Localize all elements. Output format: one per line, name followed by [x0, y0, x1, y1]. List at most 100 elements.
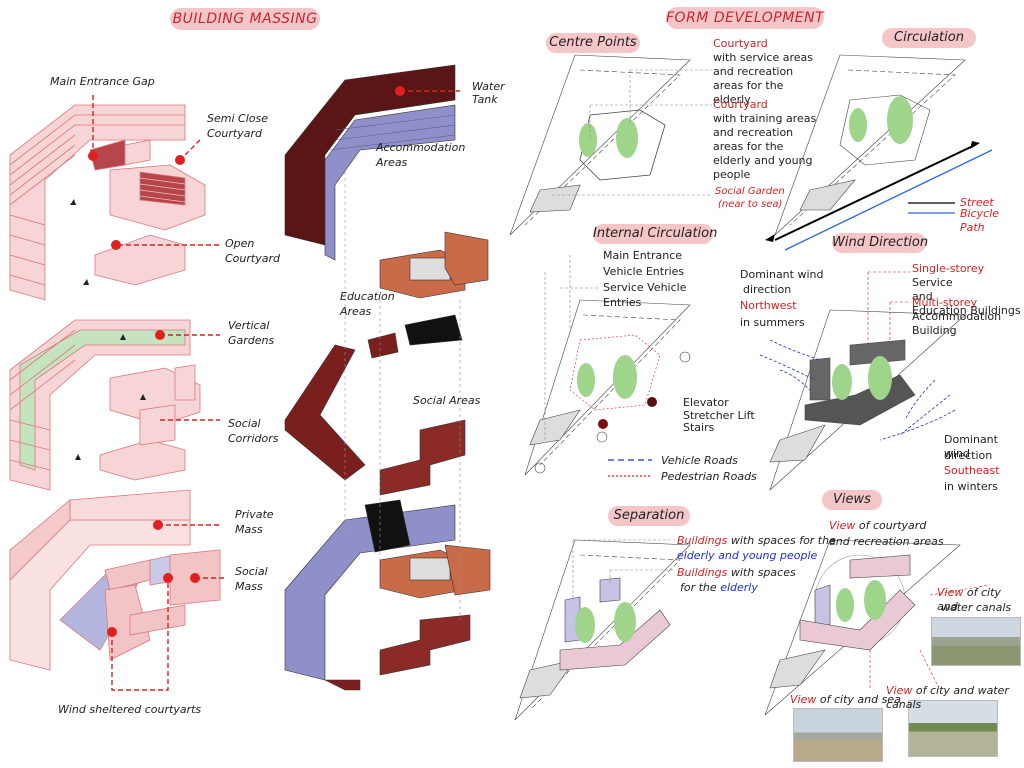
bicycle-line [784, 149, 993, 251]
circulation-site [774, 54, 966, 236]
single-storey-rest-2: and [912, 290, 933, 303]
bicycle-path-label: Bicycle Path [960, 207, 1000, 234]
views-leaders [869, 584, 991, 691]
private-mass-label-2: Mass [235, 523, 263, 536]
se-wind-line-2: direction [944, 449, 993, 462]
courtyard-1-block: Courtyard with service areas and recreat… [713, 37, 823, 107]
single-storey-rest-1: Service [912, 276, 953, 289]
separation-b2-line-2: for the elderly [680, 581, 758, 595]
vertical-gardens-label-1: Vertical [228, 319, 270, 332]
separation-b1-line-2: elderly and young people [677, 549, 818, 562]
social-corridors-label-1: Social [228, 417, 261, 430]
elevator-dot [647, 397, 657, 407]
centre-points-site [509, 54, 691, 236]
separation-b1-line-1: Buildings with spaces for the [677, 534, 836, 548]
wind-sheltered-label: Wind sheltered courtyarts [58, 703, 202, 716]
views-v4-word: View [886, 684, 913, 697]
social-mass-label-1: Social [235, 565, 268, 578]
courtyard-2-line-4: elderly and young [713, 154, 813, 167]
circulation-title: Circulation [882, 28, 976, 48]
single-storey-word: Single-storey [912, 262, 985, 275]
wind-arrows [759, 339, 956, 441]
separation-b1-rest: with spaces for the [730, 534, 836, 547]
vertical-gardens-label-2: Gardens [228, 334, 275, 347]
courtyard-1-line-2: and recreation [713, 65, 794, 78]
service-vehicle-label-1: Service Vehicle [603, 281, 687, 294]
centre-points-title: Centre Points [546, 33, 640, 53]
courtyard-2-line-5: people [713, 168, 751, 181]
multi-storey-word: Multi-storey [912, 296, 978, 309]
street-line [774, 144, 976, 241]
photo-city-sea [793, 708, 883, 762]
se-wind-line-1: Dominant wind [944, 433, 998, 460]
views-v2-rest: of city and [937, 586, 1001, 613]
massing-3-diagram [9, 489, 221, 671]
courtyard-1-line-1: with service areas [713, 51, 813, 64]
massing-dots [88, 151, 200, 637]
pedestrian-roads-label: Pedestrian Roads [661, 470, 757, 483]
wind-site [769, 309, 966, 491]
social-garden-label: Social Garden [715, 186, 785, 197]
open-courtyard-label-2: Courtyard [225, 252, 280, 265]
water-tank-label-2: Tank [472, 93, 498, 106]
views-v1-line-1: View of courtyard [829, 519, 926, 533]
elevator-label: Elevator [683, 396, 729, 409]
views-v4-rest: of city and water canals [886, 684, 1009, 711]
nw-wind-line-3: Northwest [740, 299, 797, 312]
internal-circulation-site [524, 299, 691, 476]
open-courtyard-label-1: Open [225, 237, 255, 250]
centre-points-leaders [552, 69, 712, 196]
views-v2-line-1: View of city and [937, 586, 1024, 614]
nw-wind-line-1: Dominant wind [740, 268, 824, 281]
social-corridors-label-2: Corridors [228, 432, 279, 445]
massing-1-diagram [9, 104, 206, 301]
photo-city-water-canals [931, 617, 1021, 666]
views-site [764, 539, 961, 716]
exploded-axon [284, 64, 491, 691]
se-wind-line-3: Southeast [944, 464, 1000, 477]
multi-storey-rest-1: Accommodation [912, 310, 1002, 323]
separation-b2-line-1: Buildings with spaces [677, 566, 796, 580]
vehicle-roads-label: Vehicle Roads [661, 454, 738, 467]
nw-wind-line-4: in summers [740, 316, 805, 329]
service-vehicle-label-2: Entries [603, 296, 642, 309]
stretcher-lift-label: Stretcher Lift [683, 409, 755, 422]
private-mass-label-1: Private [235, 508, 274, 521]
courtyard-1-line-3: areas for the [713, 79, 784, 92]
semi-close-courtyard-label-2: Courtyard [207, 127, 262, 140]
separation-leaders [572, 539, 675, 600]
internal-circulation-title: Internal Circulation [593, 224, 717, 244]
courtyard-1-line-4: elderly [713, 93, 751, 106]
social-mass-label-2: Mass [235, 580, 263, 593]
water-tank-dot [395, 86, 405, 96]
courtyard-2-line-1: with training areas [713, 112, 817, 125]
semi-close-courtyard-label-1: Semi Close [207, 112, 268, 125]
se-wind-line-4: in winters [944, 480, 998, 493]
views-v1-word: View [829, 519, 856, 532]
views-title: Views [822, 490, 882, 510]
separation-b2-word: Buildings [677, 566, 728, 579]
education-label-1: Education [340, 290, 395, 303]
separation-title: Separation [608, 506, 690, 526]
massing-callouts [92, 95, 225, 691]
views-v4: View of city and water canals [886, 684, 1024, 712]
education-label-2: Areas [340, 305, 372, 318]
social-areas-label: Social Areas [413, 394, 481, 407]
building-massing-title: BUILDING MASSING [170, 8, 320, 30]
social-garden-note: (near to sea) [718, 199, 783, 210]
views-v3: View of city and sea [790, 693, 901, 707]
nw-wind-line-2: direction [743, 283, 792, 296]
exploded-guides [344, 160, 461, 620]
single-storey-block: Single-storey Service and Education Buil… [912, 262, 1022, 318]
accommodation-label-1: Accommodation [376, 141, 466, 154]
views-v2-word: View [937, 586, 964, 599]
multi-storey-block: Multi-storey Accommodation Building [912, 296, 1022, 338]
views-v1-line-2: and recreation areas [829, 535, 944, 548]
separation-b2-blue: elderly [720, 581, 758, 594]
courtyard-2-line-3: areas for the [713, 140, 784, 153]
views-v1-rest: of courtyard [858, 519, 927, 532]
separation-b2-rest: with spaces [730, 566, 796, 579]
vehicle-entries-label: Vehicle Entries [603, 265, 685, 278]
massing-arrows [70, 199, 146, 460]
